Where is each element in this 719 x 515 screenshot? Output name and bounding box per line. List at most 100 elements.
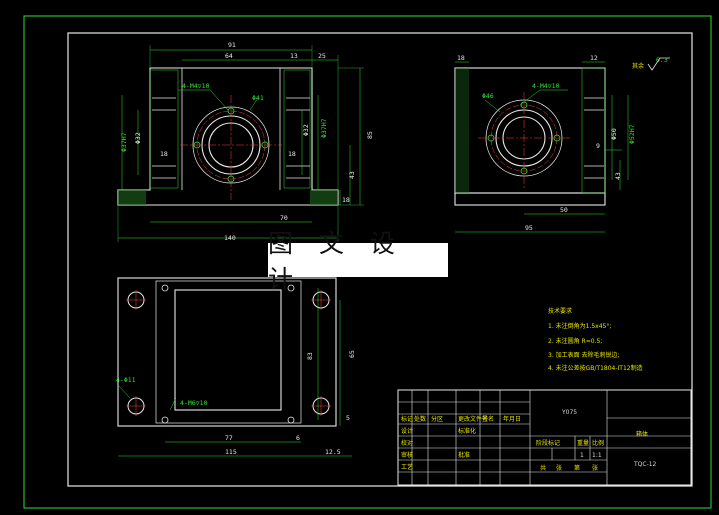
tb-label-process: 工艺 bbox=[401, 463, 413, 471]
side-dim-43: 43 bbox=[614, 172, 622, 180]
front-dim-64: 64 bbox=[225, 52, 233, 60]
tb-label-review: 审核 bbox=[401, 451, 413, 459]
tech-title: 技术要求 bbox=[548, 307, 572, 315]
top-callout-holes: 4-Φ11 bbox=[116, 376, 136, 384]
roughness-check-icon bbox=[647, 57, 670, 71]
side-dim-9: 9 bbox=[596, 142, 600, 150]
side-dim-18: 18 bbox=[457, 54, 465, 62]
front-view: 91 64 13 25 70 140 Φ37H7 Φ32 18 Φ32 Φ37H… bbox=[117, 41, 374, 242]
tb-scale-label: 比例 bbox=[592, 439, 604, 447]
front-right-section bbox=[283, 69, 311, 189]
front-dim-43: 43 bbox=[348, 171, 356, 179]
tb-sheets-unit-2: 张 bbox=[592, 464, 598, 472]
top-dim-6: 6 bbox=[296, 434, 300, 442]
tb-weight: 重量 bbox=[577, 439, 589, 447]
front-dim-phi37h7-left: Φ37H7 bbox=[120, 132, 128, 152]
front-base-hatch bbox=[118, 190, 338, 205]
top-body-outline bbox=[174, 289, 282, 411]
tb-part-name: 箱体 bbox=[636, 430, 648, 438]
side-dim-phi52h7: Φ52H7 bbox=[628, 124, 636, 144]
front-dim-18-right: 18 bbox=[288, 150, 296, 158]
side-dim-50: 50 bbox=[560, 206, 568, 214]
tb-label-check: 校对 bbox=[401, 439, 413, 447]
front-callout-leaders bbox=[178, 89, 259, 111]
tb-label-signature: 签名 bbox=[482, 415, 494, 423]
tb-label-approve: 批准 bbox=[458, 451, 470, 459]
front-dim-phi32-right: Φ32 bbox=[302, 124, 310, 136]
front-dim-phi37h7-right: Φ37H7 bbox=[320, 118, 328, 138]
side-dimension-lines bbox=[455, 61, 629, 233]
tb-sheets-total: 共 bbox=[540, 464, 546, 472]
side-bolt-holes bbox=[584, 97, 604, 179]
front-callout-tap: 4-M4▽10 bbox=[182, 82, 209, 90]
front-left-section bbox=[149, 69, 179, 189]
front-dim-85: 85 bbox=[366, 131, 374, 139]
front-extension-lines bbox=[117, 45, 364, 242]
side-right-section bbox=[581, 67, 606, 194]
top-flange-outline bbox=[155, 280, 302, 424]
side-left-hatch bbox=[455, 68, 469, 193]
tb-label-count: 处数 bbox=[414, 415, 426, 423]
side-base bbox=[454, 192, 606, 206]
watermark-banner: 图 文 设 计 bbox=[268, 229, 448, 294]
roughness-symbol: 其余 6.3 bbox=[632, 56, 670, 71]
tb-label-change-doc: 更改文件号 bbox=[458, 415, 488, 423]
tb-scale-value: 1:1 bbox=[592, 452, 602, 459]
title-block-frame bbox=[397, 389, 692, 486]
front-center-lines bbox=[180, 95, 282, 200]
tb-label-date: 年月日 bbox=[503, 415, 521, 423]
front-dim-70: 70 bbox=[280, 214, 288, 222]
top-dim-5: 5 bbox=[346, 414, 350, 422]
front-dim-phi32-left: Φ32 bbox=[134, 132, 142, 144]
top-tap-hole-2 bbox=[287, 284, 295, 292]
top-dim-12-5: 12.5 bbox=[325, 448, 341, 456]
tech-item-2: 2. 未注圆角 R=0.5; bbox=[548, 337, 602, 345]
tech-item-4: 4. 未注公差按GB/T1804-IT12制造 bbox=[548, 364, 643, 372]
top-callout-tap: 4-M6▽10 bbox=[180, 399, 207, 407]
front-bolt-holes bbox=[152, 97, 310, 179]
top-tap-hole-3 bbox=[161, 416, 169, 424]
top-tap-hole-4 bbox=[287, 416, 295, 424]
tb-label-mark: 标记 bbox=[401, 415, 413, 423]
title-block: Y075 箱体 阶段标记 重量 比例 1 1:1 共 张 第 张 TQC-12 … bbox=[397, 389, 692, 486]
top-tap-hole-1 bbox=[161, 284, 169, 292]
tech-requirements: 技术要求 1. 未注倒角为1.5x45°; 2. 未注圆角 R=0.5; 3. … bbox=[548, 307, 643, 372]
roughness-value: 6.3 bbox=[656, 56, 668, 64]
side-dim-95: 95 bbox=[525, 224, 533, 232]
title-block-grid bbox=[398, 390, 691, 485]
front-dim-25: 25 bbox=[318, 52, 326, 60]
outer-frame bbox=[23, 15, 712, 509]
tb-label-design: 设计 bbox=[401, 427, 413, 435]
front-dim-140: 140 bbox=[224, 234, 236, 242]
tb-label-zone: 分区 bbox=[431, 415, 443, 423]
side-callout-tap: 4-M4▽10 bbox=[532, 82, 559, 90]
roughness-label: 其余 bbox=[632, 62, 644, 70]
side-callout-bore: Φ46 bbox=[482, 92, 494, 100]
watermark-text: 图 文 设 计 bbox=[268, 229, 404, 294]
front-dim-91: 91 bbox=[228, 41, 236, 49]
inner-frame bbox=[67, 32, 693, 487]
front-dim-13: 13 bbox=[290, 52, 298, 60]
top-dimension-lines bbox=[118, 288, 352, 457]
top-dim-83: 83 bbox=[306, 352, 314, 360]
top-dim-65: 65 bbox=[348, 350, 356, 358]
front-callout-bore: Φ41 bbox=[252, 94, 264, 102]
front-dimension-lines bbox=[118, 49, 361, 239]
side-callout-leaders bbox=[484, 89, 568, 113]
tb-sheets-unit-1: 张 bbox=[556, 464, 562, 472]
tb-label-standard: 标准化 bbox=[458, 427, 476, 435]
front-dim-18-left: 18 bbox=[160, 150, 168, 158]
top-callout-leaders bbox=[117, 384, 177, 411]
front-dim-18-base: 18 bbox=[342, 196, 350, 204]
tb-weight-value: 1 bbox=[580, 452, 584, 459]
side-bolt-circle bbox=[490, 104, 558, 172]
side-center-lines bbox=[478, 92, 570, 190]
tb-sheet-no: 第 bbox=[574, 464, 580, 472]
top-view: 77 6 115 12.5 83 65 5 4-Φ11 4-M6▽10 bbox=[116, 277, 356, 457]
tb-drawing-no: TQC-12 bbox=[633, 461, 657, 468]
tb-material: Y075 bbox=[561, 409, 577, 416]
top-dim-77: 77 bbox=[225, 434, 233, 442]
side-body-outline bbox=[454, 67, 606, 194]
side-dim-phi50: Φ50 bbox=[610, 128, 618, 140]
